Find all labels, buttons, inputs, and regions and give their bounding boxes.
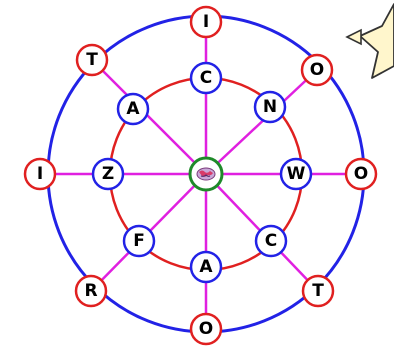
inner-letter-e: W bbox=[287, 164, 306, 184]
outer-node-se[interactable]: T bbox=[303, 276, 333, 306]
inner-node-e[interactable]: W bbox=[281, 159, 311, 189]
inner-node-n[interactable]: C bbox=[191, 63, 221, 93]
spoke-nw bbox=[92, 60, 206, 174]
outer-letter-s: O bbox=[199, 319, 213, 339]
outer-letter-nw: T bbox=[86, 50, 98, 70]
inner-node-nw[interactable]: A bbox=[118, 94, 148, 124]
inner-letter-sw: F bbox=[133, 231, 145, 251]
inner-node-s[interactable]: A bbox=[191, 252, 221, 282]
outer-node-n[interactable]: I bbox=[191, 7, 221, 37]
outer-letter-w: I bbox=[37, 164, 43, 184]
inner-letter-s: A bbox=[199, 257, 213, 277]
inner-letter-w: Z bbox=[102, 164, 114, 184]
center-hub[interactable] bbox=[190, 158, 222, 190]
inner-node-w[interactable]: Z bbox=[93, 159, 123, 189]
outer-node-nw[interactable]: T bbox=[77, 45, 107, 75]
inner-letter-nw: A bbox=[126, 99, 140, 119]
inner-letter-se: C bbox=[265, 231, 277, 251]
inner-node-se[interactable]: C bbox=[256, 226, 286, 256]
outer-node-sw[interactable]: R bbox=[76, 276, 106, 306]
outer-node-s[interactable]: O bbox=[191, 314, 221, 344]
outer-letter-n: I bbox=[203, 12, 209, 32]
outer-letter-e: O bbox=[354, 164, 368, 184]
outer-letter-ne: O bbox=[310, 60, 324, 80]
outer-node-w[interactable]: I bbox=[25, 159, 55, 189]
inner-letter-ne: N bbox=[263, 97, 277, 117]
inner-letter-n: C bbox=[200, 68, 212, 88]
star-arrow-icon[interactable] bbox=[347, 4, 394, 78]
inner-node-ne[interactable]: N bbox=[255, 92, 285, 122]
outer-node-ne[interactable]: O bbox=[302, 55, 332, 85]
outer-letter-sw: R bbox=[84, 281, 97, 301]
world-globe-icon bbox=[197, 168, 215, 180]
outer-letter-se: T bbox=[312, 281, 324, 301]
inner-node-sw[interactable]: F bbox=[124, 226, 154, 256]
outer-node-e[interactable]: O bbox=[346, 159, 376, 189]
